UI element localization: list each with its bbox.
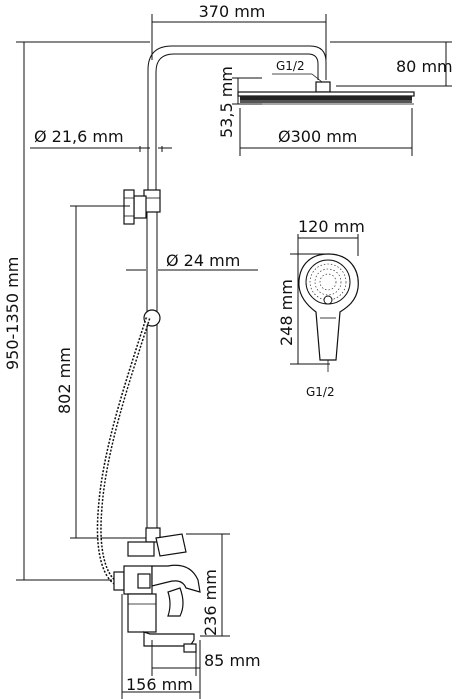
head-height-label: 53,5 mm <box>217 66 236 138</box>
handshower-holder <box>123 189 147 225</box>
head-shower <box>237 81 415 105</box>
lower-pipe-diameter-dimension: Ø 24 mm <box>126 251 258 276</box>
spout-depth-dimension: 85 mm <box>151 640 261 676</box>
handshower-length-label: 248 mm <box>277 279 296 346</box>
shower-arm <box>147 45 327 195</box>
upper-pipe-diameter-dimension: Ø 21,6 mm <box>30 127 172 152</box>
head-connection-label: G1/2 <box>276 59 305 73</box>
lower-pipe-diameter-label: Ø 24 mm <box>166 251 240 270</box>
holder-height-label: 802 mm <box>55 347 74 414</box>
mixer-width-dimension: 156 mm <box>121 594 201 699</box>
shower-hose <box>96 317 151 587</box>
hand-shower: 120 mm 248 mm G1/2 <box>277 217 365 399</box>
bath-mixer <box>113 527 201 653</box>
total-height-dimension: 950-1350 mm <box>3 42 112 581</box>
handshower-width-label: 120 mm <box>298 217 365 236</box>
head-diameter-label: Ø300 mm <box>278 127 357 146</box>
handshower-connection-label: G1/2 <box>306 385 335 399</box>
arm-length-dimension: 370 mm <box>151 2 327 60</box>
head-offset-label: 80 mm <box>396 57 453 76</box>
holder-height-dimension: 802 mm <box>55 205 150 539</box>
spout-depth-label: 85 mm <box>204 651 261 670</box>
head-diameter-dimension: Ø300 mm <box>239 108 413 156</box>
riser-pipe <box>146 210 158 532</box>
arm-length-label: 370 mm <box>199 2 266 21</box>
mixer-height-dimension: 236 mm <box>186 533 230 637</box>
mixer-height-label: 236 mm <box>201 569 220 636</box>
mixer-width-label: 156 mm <box>126 675 193 694</box>
total-height-label: 950-1350 mm <box>3 257 22 370</box>
upper-pipe-diameter-label: Ø 21,6 mm <box>34 127 124 146</box>
head-offset-dimension: 80 mm <box>330 41 453 87</box>
head-connection-callout: G1/2 <box>272 59 323 83</box>
head-height-dimension: 53,5 mm <box>217 66 262 138</box>
